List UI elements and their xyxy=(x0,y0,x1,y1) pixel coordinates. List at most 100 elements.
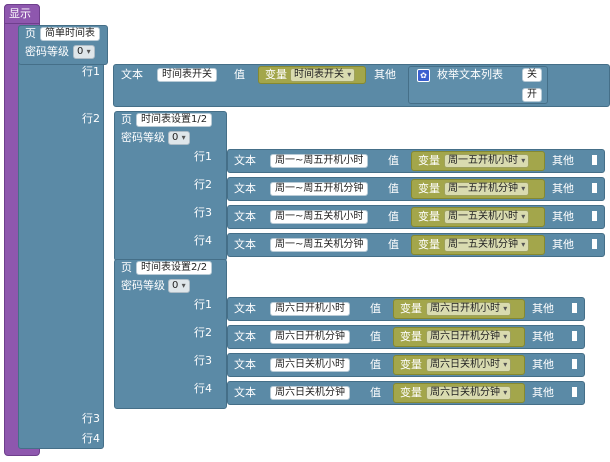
page-main-password-label: 密码等级 xyxy=(25,45,69,58)
p1-row3-text-field[interactable]: 周一~周五关机小时 xyxy=(270,210,369,224)
page-main-title-field[interactable]: 简单时间表 xyxy=(40,27,100,41)
p1-row4-variable-label: 变量 xyxy=(418,238,440,251)
p1-row1-value-label: 值 xyxy=(388,154,399,167)
chevron-down-icon: ▾ xyxy=(521,184,526,193)
p2-row4-variable-dropdown[interactable]: 周六日关机分钟 ▾ xyxy=(426,386,512,400)
p2-row4-label: 行4 xyxy=(194,382,212,395)
p2-row3-other-socket[interactable] xyxy=(572,359,577,369)
p2-row2-value-label: 值 xyxy=(370,330,381,343)
p2-row3-text-label: 文本 xyxy=(234,358,256,371)
p1-row2-variable-label: 变量 xyxy=(418,182,440,195)
p1-row4-text-label: 文本 xyxy=(234,238,256,251)
row1-variable-dropdown[interactable]: 时间表开关 ▾ xyxy=(290,68,356,82)
p1-row2-variable-dropdown[interactable]: 周一五开机分钟 ▾ xyxy=(444,182,530,196)
chevron-down-icon: ▾ xyxy=(181,281,186,290)
page-main-password-dropdown[interactable]: 0 ▾ xyxy=(73,45,95,59)
chevron-down-icon: ▾ xyxy=(521,240,526,249)
enum-item-off[interactable]: 关 xyxy=(522,68,542,82)
p2-row1-other-socket[interactable] xyxy=(572,303,577,313)
p1-row1-other-socket[interactable] xyxy=(592,155,597,165)
p1-row1-variable-label: 变量 xyxy=(418,154,440,167)
enum-list-label: 枚举文本列表 xyxy=(437,68,503,81)
p1-row2-text-label: 文本 xyxy=(234,182,256,195)
row1-other-label: 其他 xyxy=(374,68,396,81)
chevron-down-icon: ▾ xyxy=(521,156,526,165)
page2-password-dropdown[interactable]: 0 ▾ xyxy=(168,279,190,293)
p2-row4-variable-label: 变量 xyxy=(400,386,422,399)
p2-row2-label: 行2 xyxy=(194,326,212,339)
chevron-down-icon: ▾ xyxy=(503,332,508,341)
p1-row3-other-socket[interactable] xyxy=(592,211,597,221)
p1-row2-value-label: 值 xyxy=(388,182,399,195)
p2-row2-text-field[interactable]: 周六日开机分钟 xyxy=(270,330,350,344)
p2-row3-text-field[interactable]: 周六日关机小时 xyxy=(270,358,350,372)
p1-row2-other-label: 其他 xyxy=(552,182,574,195)
page1-password-label: 密码等级 xyxy=(121,131,165,144)
page2-title-field[interactable]: 时间表设置2/2 xyxy=(136,261,213,275)
main-row1-label: 行1 xyxy=(82,65,100,78)
enum-item-on[interactable]: 开 xyxy=(522,88,542,102)
p2-row1-text-field[interactable]: 周六日开机小时 xyxy=(270,302,350,316)
p1-row4-label: 行4 xyxy=(194,234,212,247)
p1-row4-text-field[interactable]: 周一~周五关机分钟 xyxy=(270,238,369,252)
main-row2-label: 行2 xyxy=(82,112,100,125)
row1-text-label: 文本 xyxy=(121,68,143,81)
page1-page-label: 页 xyxy=(121,113,132,126)
p2-row2-variable-label: 变量 xyxy=(400,330,422,343)
p2-row4-text-field[interactable]: 周六日关机分钟 xyxy=(270,386,350,400)
row4-empty-socket[interactable] xyxy=(108,433,113,443)
main-row4-label: 行4 xyxy=(82,432,100,445)
p1-row4-value-label: 值 xyxy=(388,238,399,251)
p2-row1-other-label: 其他 xyxy=(532,302,554,315)
page1-password-dropdown[interactable]: 0 ▾ xyxy=(168,131,190,145)
p2-row3-value-label: 值 xyxy=(370,358,381,371)
p1-row1-other-label: 其他 xyxy=(552,154,574,167)
p2-row3-variable-dropdown[interactable]: 周六日关机小时 ▾ xyxy=(426,358,512,372)
p2-row4-other-label: 其他 xyxy=(532,386,554,399)
gear-icon[interactable]: ✿ xyxy=(417,69,430,82)
row3-empty-socket[interactable] xyxy=(108,413,113,423)
p1-row4-variable-dropdown[interactable]: 周一五关机分钟 ▾ xyxy=(444,238,530,252)
p2-row4-other-socket[interactable] xyxy=(572,387,577,397)
row1-text-field[interactable]: 时间表开关 xyxy=(157,68,217,82)
p1-row2-text-field[interactable]: 周一~周五开机分钟 xyxy=(270,182,369,196)
chevron-down-icon: ▾ xyxy=(521,212,526,221)
p1-row3-variable-label: 变量 xyxy=(418,210,440,223)
page2-password-label: 密码等级 xyxy=(121,279,165,292)
p1-row3-text-label: 文本 xyxy=(234,210,256,223)
p1-row2-label: 行2 xyxy=(194,178,212,191)
p2-row3-label: 行3 xyxy=(194,354,212,367)
chevron-down-icon: ▾ xyxy=(347,70,352,79)
chevron-down-icon: ▾ xyxy=(86,47,91,56)
p2-row1-text-label: 文本 xyxy=(234,302,256,315)
p2-row3-other-label: 其他 xyxy=(532,358,554,371)
page1-title-field[interactable]: 时间表设置1/2 xyxy=(136,113,213,127)
p1-row4-other-label: 其他 xyxy=(552,238,574,251)
p1-row1-text-field[interactable]: 周一~周五开机小时 xyxy=(270,154,369,168)
p1-row2-other-socket[interactable] xyxy=(592,183,597,193)
p2-row2-other-label: 其他 xyxy=(532,330,554,343)
p2-row4-value-label: 值 xyxy=(370,386,381,399)
p2-row4-text-label: 文本 xyxy=(234,386,256,399)
p1-row3-value-label: 值 xyxy=(388,210,399,223)
display-block-header[interactable] xyxy=(4,4,40,24)
p2-row2-other-socket[interactable] xyxy=(572,331,577,341)
p2-row1-variable-dropdown[interactable]: 周六日开机小时 ▾ xyxy=(426,302,512,316)
p1-row3-other-label: 其他 xyxy=(552,210,574,223)
chevron-down-icon: ▾ xyxy=(503,304,508,313)
p2-row3-variable-label: 变量 xyxy=(400,358,422,371)
p1-row1-label: 行1 xyxy=(194,150,212,163)
p1-row3-variable-dropdown[interactable]: 周一五关机小时 ▾ xyxy=(444,210,530,224)
chevron-down-icon: ▾ xyxy=(181,133,186,142)
page-main-page-label: 页 xyxy=(25,27,36,40)
p2-row1-label: 行1 xyxy=(194,298,212,311)
p1-row4-other-socket[interactable] xyxy=(592,239,597,249)
page-block-main[interactable] xyxy=(18,25,104,449)
p2-row1-variable-label: 变量 xyxy=(400,302,422,315)
p2-row2-variable-dropdown[interactable]: 周六日开机分钟 ▾ xyxy=(426,330,512,344)
display-label: 显示 xyxy=(9,7,31,20)
p1-row1-variable-dropdown[interactable]: 周一五开机小时 ▾ xyxy=(444,154,530,168)
p2-row2-text-label: 文本 xyxy=(234,330,256,343)
p1-row3-label: 行3 xyxy=(194,206,212,219)
p1-row1-text-label: 文本 xyxy=(234,154,256,167)
